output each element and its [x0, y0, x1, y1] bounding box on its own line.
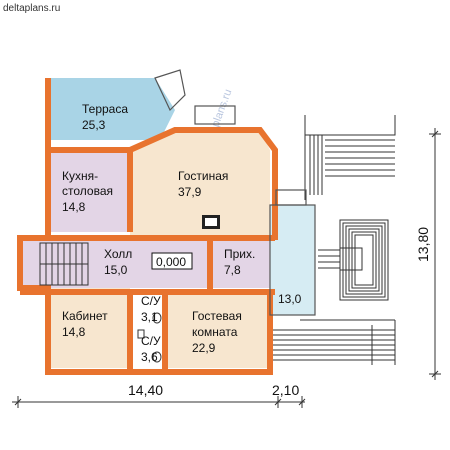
- hall-name: Холл: [104, 247, 132, 261]
- study-area-value: 14,8: [62, 325, 86, 339]
- guest-area-value: 22,9: [192, 341, 216, 355]
- guest-area: [168, 292, 270, 368]
- bath2-name: С/У: [141, 334, 161, 348]
- terrace-name: Терраса: [82, 102, 128, 116]
- entry-area: [210, 238, 270, 288]
- guest-name-line2: комната: [192, 325, 238, 339]
- bath2-area-value: 3,6: [141, 350, 158, 364]
- interior-staircase: [39, 242, 89, 286]
- dimension-width-main: 14,40: [128, 382, 163, 398]
- study-name: Кабинет: [62, 309, 108, 323]
- level-mark-box: [151, 252, 193, 270]
- dimension-width-extra: 2,10: [272, 382, 299, 398]
- entry-name: Прих.: [224, 247, 255, 261]
- kitchen-area: [48, 150, 130, 232]
- kitchen-area-value: 14,8: [62, 200, 86, 214]
- fireplace: [202, 215, 220, 229]
- porch-area-value: 13,0: [278, 292, 302, 306]
- dimension-line-bottom: [12, 396, 306, 408]
- bath1-name: С/У: [141, 294, 161, 308]
- hall-area-value: 15,0: [104, 263, 128, 277]
- site-label: deltaplans.ru: [3, 3, 60, 14]
- living-name: Гостиная: [178, 169, 228, 183]
- level-mark: 0,000: [156, 255, 186, 269]
- bath-fixtures: [137, 312, 162, 363]
- living-area-value: 37,9: [178, 185, 202, 199]
- kitchen-name-line1: Кухня-: [62, 169, 98, 183]
- study-area: [48, 288, 130, 368]
- terrace-area: [48, 78, 175, 140]
- dimension-line-right: [429, 128, 441, 380]
- exterior-staircase: [270, 115, 396, 365]
- terrace-area-value: 25,3: [82, 118, 106, 132]
- entry-area-value: 7,8: [224, 263, 241, 277]
- living-area: [130, 130, 270, 238]
- kitchen-name-line2: столовая: [62, 184, 113, 198]
- guest-name-line1: Гостевая: [192, 309, 242, 323]
- dimension-height: 13,80: [415, 227, 431, 262]
- bath1-area-value: 3,1: [141, 310, 158, 324]
- porch-outline: [154, 69, 316, 316]
